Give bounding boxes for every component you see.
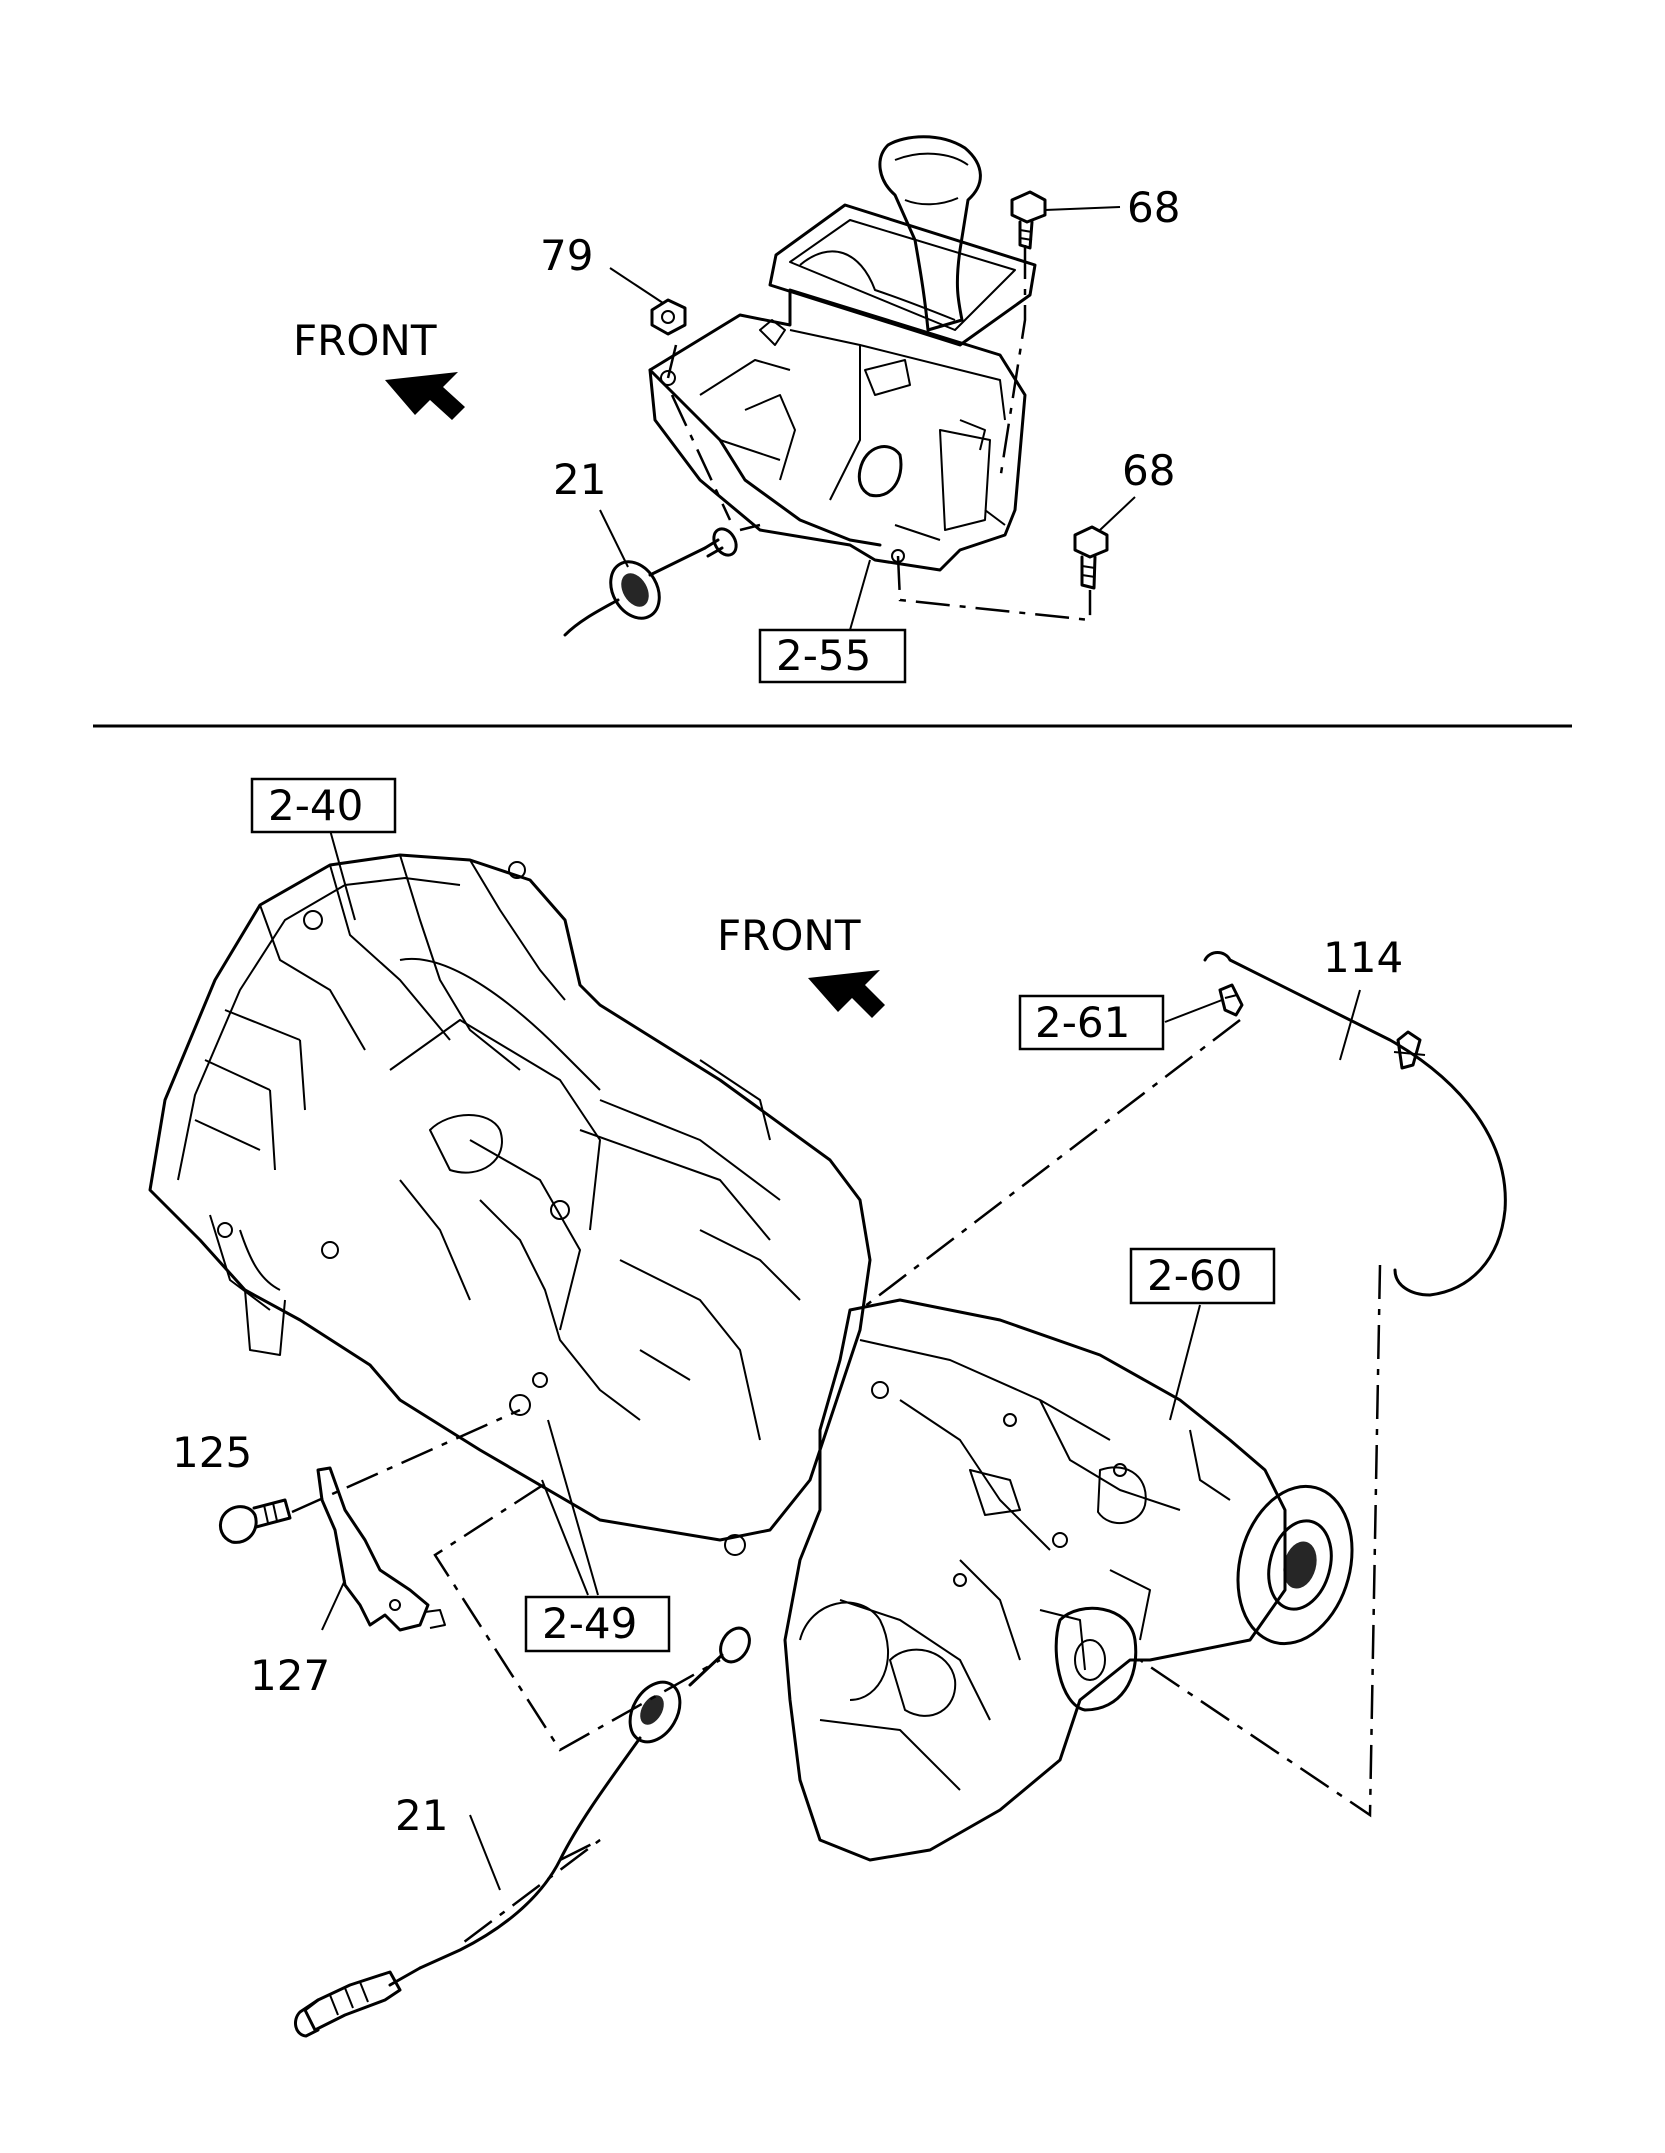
- top-assembly: FRONT: [293, 135, 1180, 684]
- nut-drawing: [650, 298, 687, 336]
- boxed-ref-2-55: 2-55: [776, 631, 871, 680]
- shift-lever-drawing: [768, 135, 1037, 347]
- bolt-lower-drawing: [1073, 525, 1109, 590]
- bolt-upper-drawing: [1010, 190, 1047, 250]
- callout-125: 125: [172, 1428, 252, 1477]
- leader-21-bottom: [469, 1814, 501, 1891]
- boxed-ref-2-60-frame: [1129, 1247, 1276, 1305]
- leader-dash-top-5: [739, 523, 761, 532]
- boxed-ref-2-49: 2-49: [542, 1599, 637, 1648]
- boxed-ref-2-55-frame: [758, 628, 907, 684]
- boxed-ref-2-60: 2-60: [1147, 1251, 1242, 1300]
- leader-2-61: [1164, 999, 1223, 1023]
- callout-21-top: 21: [553, 455, 606, 504]
- callout-21-bottom: 21: [395, 1791, 448, 1840]
- front-label-bottom: FRONT: [717, 911, 861, 960]
- hose-drawing: [1203, 951, 1507, 1297]
- leader-2-49-a: [541, 1479, 589, 1596]
- callout-79: 79: [540, 231, 593, 280]
- leader-127: [321, 1579, 346, 1631]
- callout-68-upper: 68: [1127, 183, 1180, 232]
- cable-bottom-drawing: [293, 1626, 751, 2038]
- callout-127: 127: [250, 1651, 330, 1700]
- transmission-drawing: [148, 853, 872, 1556]
- boxed-ref-2-40-frame: [250, 777, 397, 834]
- leader-2-49-b: [547, 1419, 599, 1596]
- front-label-top: FRONT: [293, 316, 437, 365]
- leader-68-lower: [1099, 496, 1136, 531]
- leader-21-top: [599, 509, 629, 568]
- leader-dash-bot-3: [859, 1019, 1241, 1311]
- transfer-case-drawing: [783, 1298, 1354, 1862]
- leader-2-55: [849, 559, 871, 631]
- leader-dash-top-3: [896, 555, 1092, 622]
- bolt-125-drawing: [218, 1498, 292, 1544]
- leader-dash-bot-5: [459, 1838, 601, 1946]
- leader-114: [1339, 989, 1361, 1061]
- boxed-ref-2-40: 2-40: [268, 781, 363, 830]
- leader-dash-bot-4: [1139, 1264, 1382, 1818]
- callout-114: 114: [1323, 933, 1403, 982]
- front-arrow-icon-bottom: [808, 970, 885, 1018]
- leader-dash-bot-1: [291, 1408, 521, 1514]
- leader-68-upper: [1044, 206, 1121, 211]
- leader-79: [609, 267, 664, 304]
- leader-dash-top-2: [670, 394, 732, 521]
- leader-dash-top-4: [998, 245, 1027, 481]
- boxed-ref-2-61-frame: [1018, 994, 1165, 1051]
- leader-dash-top-1: [666, 344, 678, 379]
- leader-2-60: [1169, 1304, 1201, 1421]
- front-arrow-icon-top: [385, 372, 465, 420]
- bracket-drawing: [316, 1466, 446, 1632]
- cable-top-drawing: [563, 527, 738, 637]
- bottom-assembly: FRONT: [148, 777, 1507, 2038]
- breather-drawing: [1218, 983, 1244, 1017]
- boxed-ref-2-49-frame: [524, 1595, 671, 1653]
- shifter-housing-drawing: [648, 288, 1027, 572]
- boxed-ref-2-61: 2-61: [1035, 998, 1130, 1047]
- leader-dash-bot-2: [433, 1483, 721, 1752]
- leader-2-40: [329, 829, 356, 921]
- callout-68-lower: 68: [1122, 446, 1175, 495]
